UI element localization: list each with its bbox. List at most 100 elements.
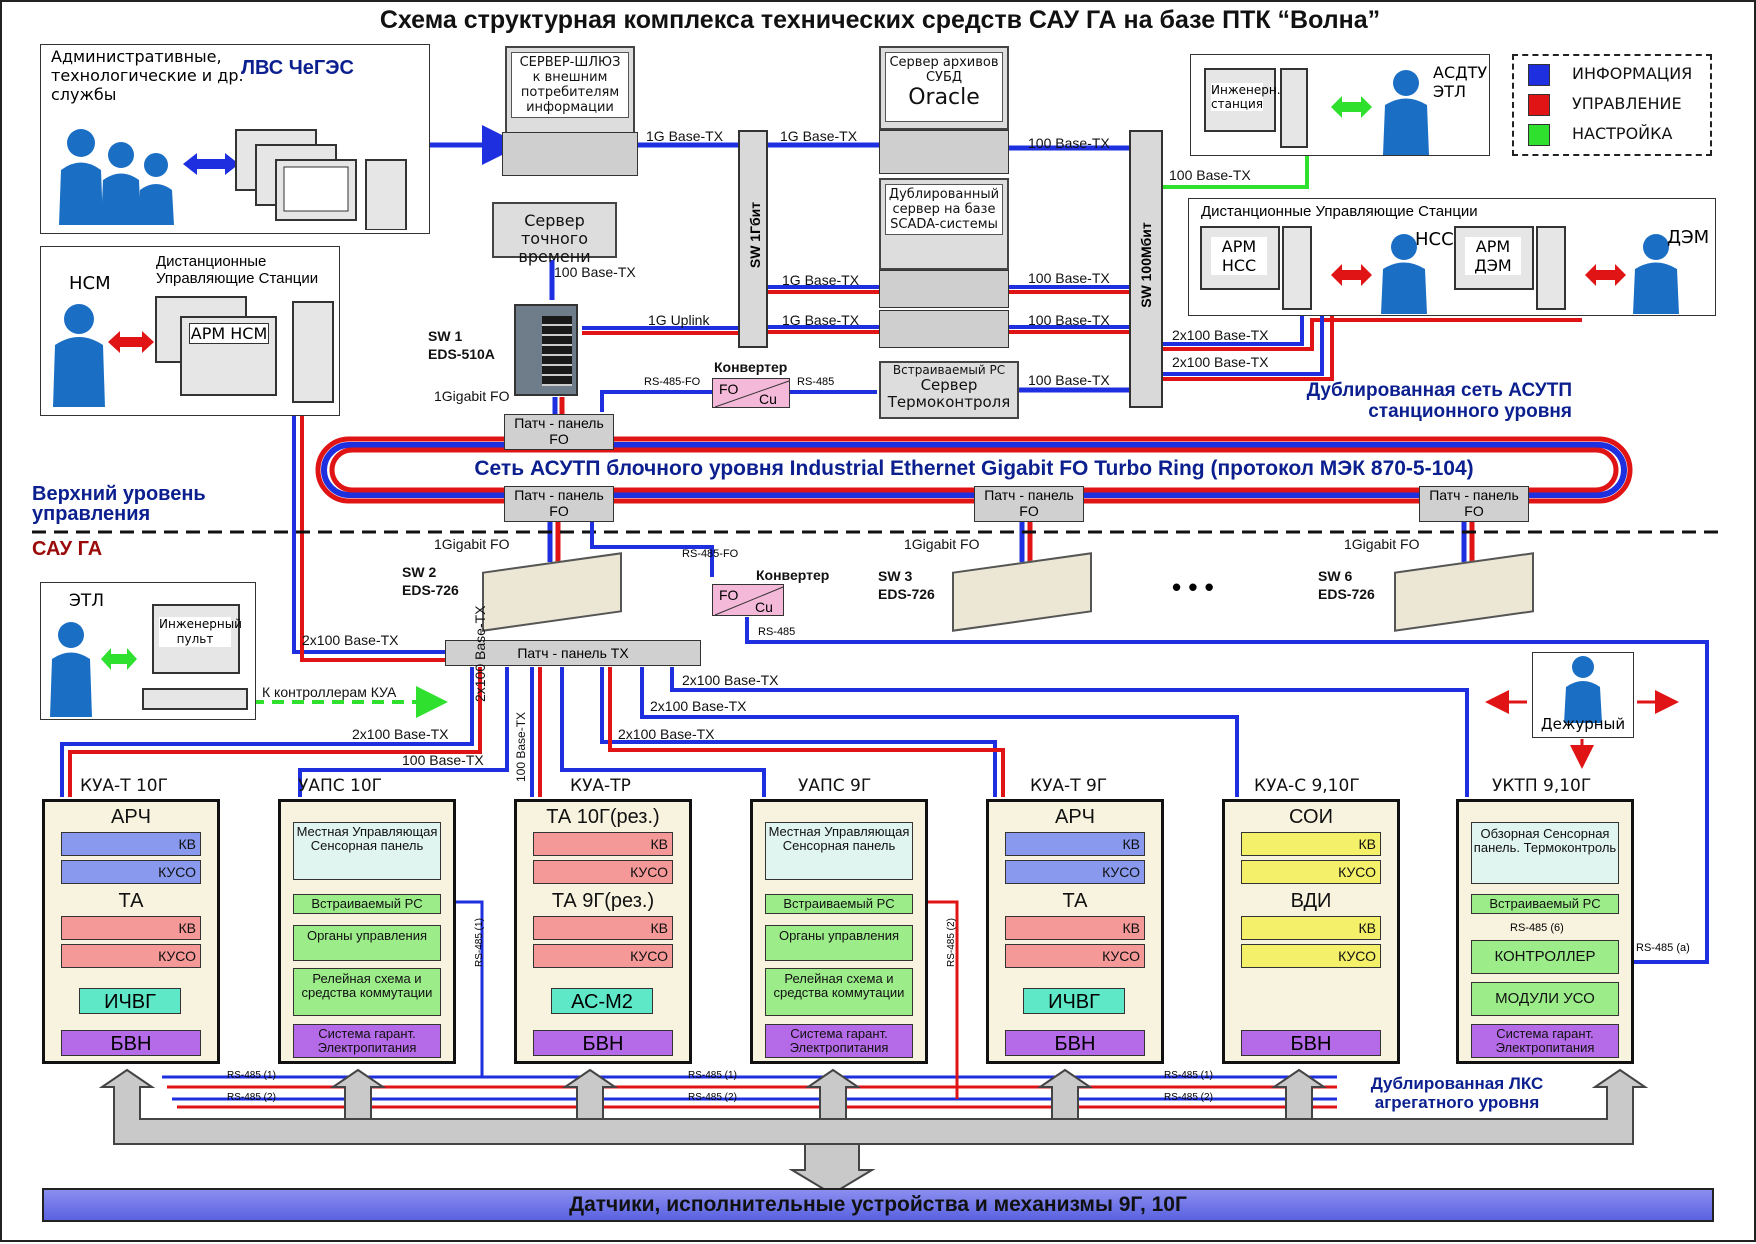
role-dem: ДЭМ <box>1667 227 1710 248</box>
link-label: 1G Uplink <box>648 312 710 328</box>
duty-panel: Дежурный <box>1532 652 1634 738</box>
section-label: ТА <box>118 890 144 912</box>
bvn-block: БВН <box>1241 1030 1381 1056</box>
pult-label: Инженерный пульт <box>159 617 242 647</box>
link-label: 100 Base-TX <box>554 264 636 280</box>
link-label: 1G Base-TX <box>782 272 860 288</box>
power-block: Система гарант. Электропитания <box>293 1024 441 1058</box>
gateway-server: СЕРВЕР-ШЛЮЗ к внешним потребителям инфор… <box>505 46 635 144</box>
cabinet-title: КУА-Т 10Г <box>80 776 168 796</box>
to-kua-label: К контроллерам КУА <box>262 684 397 700</box>
converter2-title: Конвертер <box>756 567 830 583</box>
controls-block: Органы управления <box>293 925 441 961</box>
cabinet-kua-tr: ТА 10Г(рез.) КВ КУСО ТА 9Г(рез.) КВ КУСО… <box>514 799 692 1064</box>
services-panel: Административные, технологические и др. … <box>40 44 430 234</box>
two-way-arrow-icon <box>1585 264 1626 286</box>
cabinet-title: КУА-ТР <box>570 776 631 796</box>
kv-row: КВ <box>1005 916 1145 940</box>
scada-label: Дублированный сервер на базе SCADA-систе… <box>885 184 1003 235</box>
thermo-server: Встраиваемый PC Сервер Термоконтроля <box>879 361 1019 419</box>
people-icon <box>59 129 174 225</box>
kv-row: КВ <box>61 832 201 856</box>
operator-icon <box>1633 234 1679 314</box>
duty-operator-icon <box>1564 656 1602 723</box>
kv-row: КВ <box>533 832 673 856</box>
kv-row: КВ <box>61 916 201 940</box>
scada-rack-1 <box>879 270 1009 308</box>
ichvg-block: ИЧВГ <box>79 988 181 1014</box>
touch-panel: Местная Управляющая Сенсорная панель <box>293 822 441 880</box>
arm-nss: АРМ НСС <box>1211 237 1267 275</box>
switch-100m: SW 100Мбит <box>1129 130 1163 408</box>
legend-swatch-setup <box>1528 124 1550 146</box>
rs485-label: RS-485 (2) <box>1164 1092 1213 1103</box>
kuso-row: КУСО <box>1241 944 1381 968</box>
remote-stations-panel: Дистанционные Управляющие Станции АРМ НС… <box>1188 198 1716 316</box>
kv-row: КВ <box>1005 832 1145 856</box>
wire-setup <box>1162 152 1309 189</box>
link-label: 1Gigabit FO <box>904 536 980 552</box>
link-label: 100 Base-TX <box>1028 312 1110 328</box>
archive-label: Сервер архивов СУБД <box>889 55 999 85</box>
kuso-row: КУСО <box>1241 860 1381 884</box>
legend-control: УПРАВЛЕНИЕ <box>1572 94 1682 113</box>
link-label: 2x100 Base-TX <box>650 698 747 714</box>
sw1-model: EDS-510A <box>428 346 495 362</box>
section-label: ВДИ <box>1290 890 1332 912</box>
operator-icon <box>50 622 92 717</box>
section-label: СОИ <box>1289 806 1333 828</box>
link-label: 100 Base-TX <box>1169 167 1251 183</box>
gateway-label: СЕРВЕР-ШЛЮЗ к внешним потребителям инфор… <box>511 52 629 118</box>
controls-block: Органы управления <box>765 925 913 961</box>
legend-swatch-control <box>1528 94 1550 116</box>
link-label: 100 Base-TX <box>1028 372 1110 388</box>
legend-setup: НАСТРОЙКА <box>1572 124 1673 143</box>
ncm-workstation-icon <box>155 296 334 403</box>
converter-cu: Cu <box>759 391 777 407</box>
section-label: АРЧ <box>1054 806 1095 828</box>
cabinet-kua-t-10g: АРЧ КВ КУСО ТА КВ КУСО ИЧВГ БВН <box>42 799 220 1064</box>
two-way-arrow-icon <box>183 153 239 175</box>
two-way-arrow-icon <box>1331 96 1372 118</box>
sw2-label: SW 2 <box>402 564 437 580</box>
link-label: 100 Base-TX <box>402 752 484 768</box>
link-label: 2x100 Base-TX <box>352 726 449 742</box>
upper-level-label: Верхний уровень управления <box>32 483 206 525</box>
bus-shape <box>98 1068 1649 1145</box>
etl-panel: ЭТЛ Инженерный пульт <box>40 582 256 720</box>
legend-info: ИНФОРМАЦИЯ <box>1572 64 1693 83</box>
controller-block: КОНТРОЛЛЕР <box>1471 940 1619 974</box>
kuso-row: КУСО <box>61 860 201 884</box>
bvn-block: БВН <box>1005 1030 1145 1056</box>
bvn-block: БВН <box>533 1030 673 1056</box>
scada-rack-2 <box>879 310 1009 348</box>
link-label: 1G Base-TX <box>780 128 858 144</box>
switch-100m-label: SW 100Мбит <box>1138 222 1154 308</box>
page-title: Схема структурная комплекса технических … <box>379 6 1381 34</box>
sw6-label: SW 6 <box>1318 568 1353 584</box>
scada-server: Дублированный сервер на базе SCADA-систе… <box>879 178 1009 270</box>
kuso-row: КУСО <box>1005 860 1145 884</box>
sau-label: САУ ГА <box>32 538 103 560</box>
kv-row: КВ <box>533 916 673 940</box>
lan-text: ЛВС ЧеГЭС <box>241 57 354 79</box>
rs485-label: RS-485 (1) <box>1164 1070 1213 1081</box>
legend: ИНФОРМАЦИЯ УПРАВЛЕНИЕ НАСТРОЙКА <box>1512 54 1712 156</box>
legend-swatch-info <box>1528 64 1550 86</box>
ncm-caption: Дистанционные Управляющие Станции <box>156 253 319 287</box>
kv-row: КВ <box>1241 832 1381 856</box>
section-label: ТА <box>1062 890 1088 912</box>
converter-1: FO Cu <box>712 378 790 408</box>
embedded-pc: Встраиваемый PC <box>293 894 441 914</box>
thermo-top: Встраиваемый PC <box>892 363 1006 377</box>
overview-panel: Обзорная Сенсорная панель. Термоконтроль <box>1471 822 1619 884</box>
sw1-label: SW 1 <box>428 328 463 344</box>
rs485-label: RS-485 (1) <box>688 1070 737 1081</box>
asm2-block: АС-М2 <box>551 988 653 1014</box>
link-label: 100 Base-TX <box>1028 270 1110 286</box>
kuso-row: КУСО <box>61 944 201 968</box>
section-label: ТА 9Г(рез.) <box>551 890 655 912</box>
